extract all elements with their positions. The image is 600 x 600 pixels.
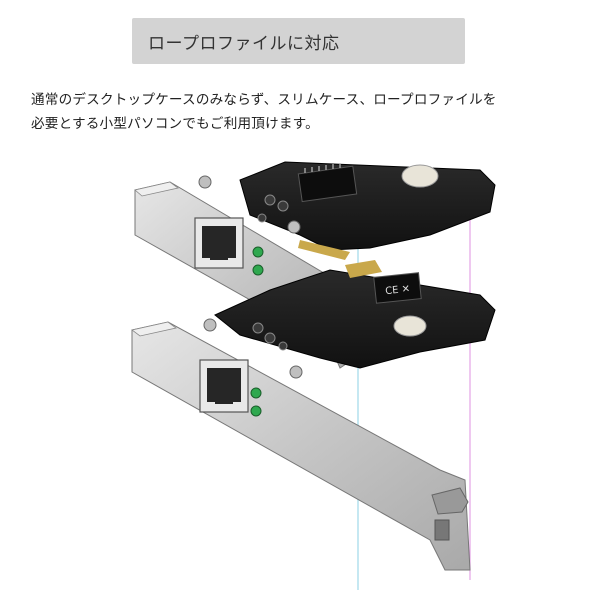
top-card-gold-edge [298, 240, 350, 260]
bottom-card-chip [373, 272, 422, 304]
bottom-lan-card: CE ✕ [131, 260, 496, 571]
top-card-chip-pins [304, 163, 341, 173]
top-card-capacitor [264, 194, 276, 206]
description-line-2: 必要とする小型パソコンでもご利用頂けます。 [31, 116, 319, 132]
low-profile-lan-card-illustration: CE ✕ [131, 161, 496, 590]
bottom-card-bracket-tab [431, 487, 469, 515]
section-heading-badge: ロープロファイルに対応 [132, 18, 465, 64]
top-card-led-act [252, 264, 264, 276]
svg-text:CE ✕: CE ✕ [385, 284, 411, 298]
top-card-led-link [252, 246, 264, 258]
bottom-card-led-act [250, 405, 262, 417]
description-text: 通常のデスクトップケースのみならず、スリムケース、ロープロファイルを 必要とする… [31, 88, 579, 136]
top-card-chip [297, 165, 358, 203]
top-card-sticker [401, 164, 439, 188]
bottom-card-gold-edge [345, 260, 382, 278]
bottom-card-led-link [250, 387, 262, 399]
description-line-1: 通常のデスクトップケースのみならず、スリムケース、ロープロファイルを [31, 92, 497, 108]
bottom-card-bracket [131, 321, 471, 571]
section-heading: ロープロファイルに対応 [148, 33, 340, 54]
bottom-card-screw [203, 318, 217, 332]
bottom-card-sticker [393, 315, 427, 337]
top-card-screw [198, 175, 212, 189]
